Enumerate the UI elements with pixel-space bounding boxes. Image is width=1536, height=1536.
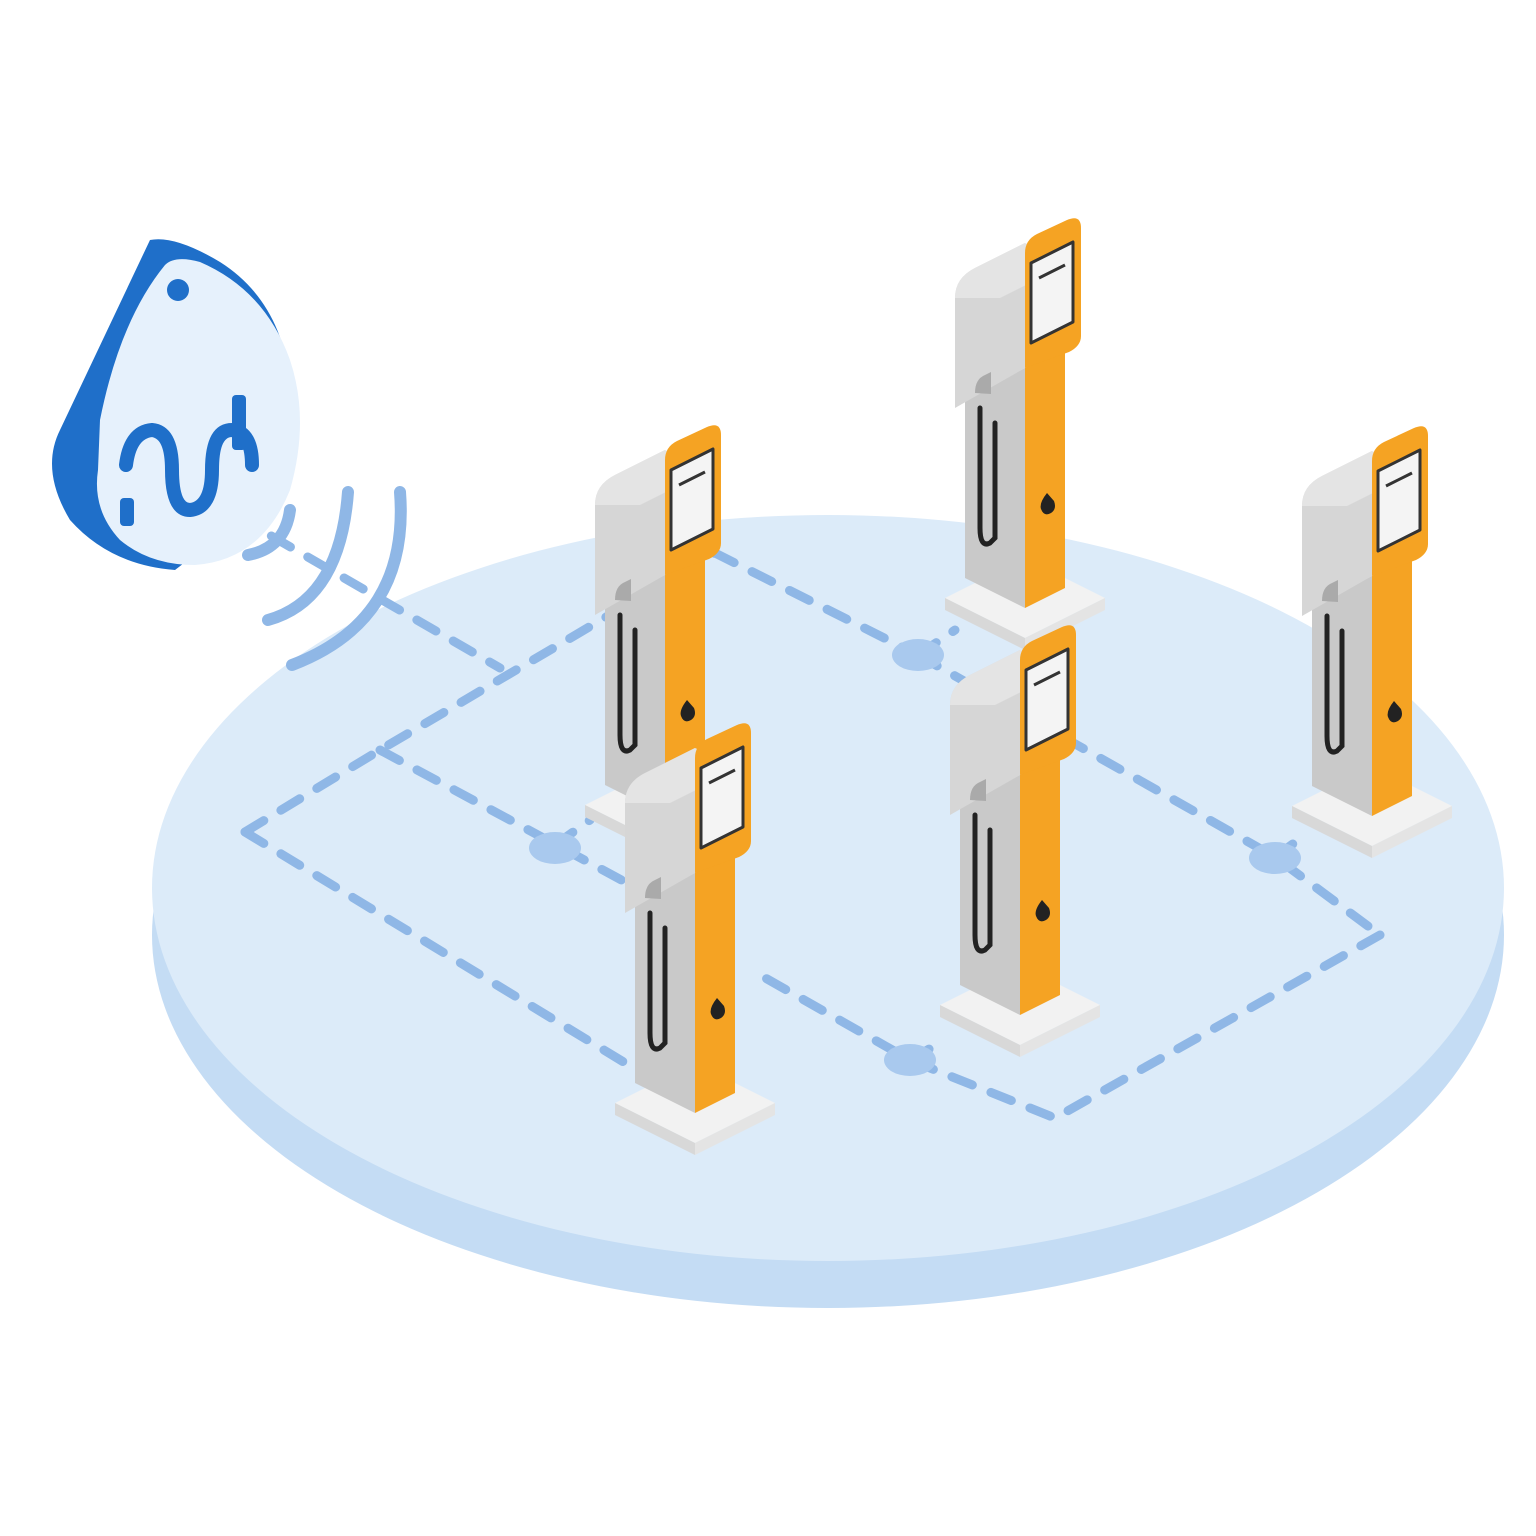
node-3 (1249, 842, 1301, 874)
node-2 (529, 832, 581, 864)
network-nodes (529, 639, 1301, 1076)
wireless-signal-icon (242, 486, 407, 671)
node-4 (884, 1044, 936, 1076)
mesh-gateway-icon (52, 239, 300, 570)
node-1 (892, 639, 944, 671)
platform-top (152, 515, 1504, 1261)
